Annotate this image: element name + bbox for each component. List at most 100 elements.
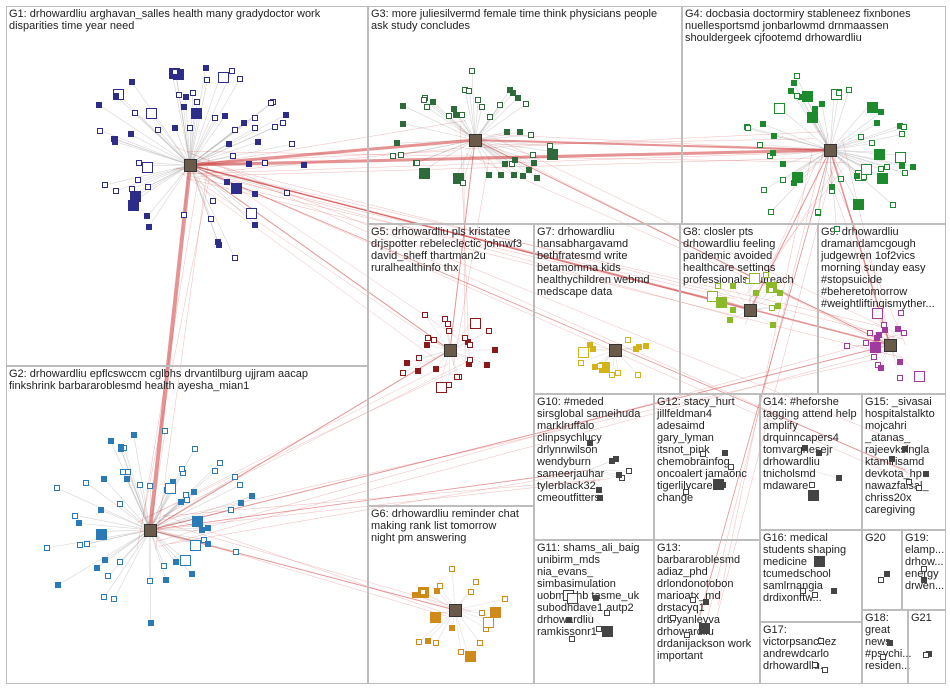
network-node <box>211 114 218 121</box>
network-node <box>592 594 599 601</box>
edge <box>589 469 630 472</box>
edge <box>147 164 191 187</box>
network-node <box>180 104 187 111</box>
network-node <box>127 131 134 138</box>
network-node <box>626 468 633 475</box>
network-node <box>886 639 893 646</box>
network-node <box>800 588 807 594</box>
network-node <box>437 583 444 590</box>
network-node <box>775 302 781 309</box>
network-node <box>857 134 864 141</box>
edge <box>589 469 600 491</box>
network-node <box>643 343 649 350</box>
edge <box>749 149 831 311</box>
network-node <box>516 129 523 135</box>
network-node <box>567 593 579 605</box>
group-G21: G21 <box>908 610 946 684</box>
edge <box>474 134 531 141</box>
edge <box>171 70 191 166</box>
edge <box>829 92 839 151</box>
network-node <box>475 97 481 104</box>
edge <box>104 478 151 531</box>
edge <box>189 115 226 166</box>
edge <box>464 89 476 141</box>
edge <box>149 468 182 531</box>
network-node <box>921 566 928 573</box>
network-node <box>467 589 474 596</box>
network-node <box>776 289 783 296</box>
hub-node <box>184 159 197 172</box>
network-node <box>279 120 286 127</box>
group-G7-label: G7: drhowardliu hansabhargavamd bethfrat… <box>537 226 650 298</box>
network-node <box>237 75 244 82</box>
edge <box>189 164 235 258</box>
network-node <box>700 451 706 458</box>
network-node <box>530 152 537 159</box>
network-node <box>204 76 211 83</box>
network-node <box>501 596 508 602</box>
group-G9-label: G9: drhowardliu dramandamcgough judgewre… <box>821 226 935 310</box>
network-node <box>433 640 440 647</box>
network-node <box>128 78 135 85</box>
network-node <box>142 162 154 174</box>
network-node <box>881 322 888 329</box>
network-node <box>105 573 112 580</box>
network-node <box>249 493 256 499</box>
edge <box>115 91 191 166</box>
network-node <box>690 596 697 603</box>
edge <box>403 105 476 141</box>
network-node <box>547 142 553 149</box>
network-node <box>487 114 494 121</box>
group-G11: G11: shams_ali_baig unibirm_mds nia_evan… <box>534 540 654 684</box>
network-node <box>413 159 420 166</box>
edge <box>464 131 821 149</box>
edge <box>198 157 813 177</box>
network-node <box>464 651 476 663</box>
network-node <box>762 271 769 278</box>
group-G6: G6: drhowardliu reminder chat making ran… <box>368 506 534 684</box>
group-G1-label: G1: drhowardliu arghavan_salles health m… <box>9 8 321 32</box>
group-G10-label: G10: #meded sirsglobal sameihuda marklru… <box>537 396 641 504</box>
network-node <box>472 579 479 586</box>
network-node <box>920 577 927 583</box>
edge <box>403 349 451 373</box>
edge <box>423 99 476 141</box>
network-node <box>812 661 819 668</box>
edge <box>699 452 726 471</box>
network-node <box>458 112 465 119</box>
network-node <box>237 482 244 489</box>
group-G20-label: G20 <box>865 532 886 544</box>
network-node <box>172 68 179 75</box>
edge <box>147 164 191 217</box>
network-node <box>252 221 259 228</box>
network-node <box>469 67 476 74</box>
edge <box>685 469 701 493</box>
network-node <box>625 337 632 344</box>
network-node <box>794 93 801 100</box>
edge <box>904 469 927 475</box>
edge <box>115 95 191 166</box>
network-node <box>866 101 878 113</box>
network-node <box>433 587 440 594</box>
network-node <box>82 479 89 486</box>
network-node <box>191 488 198 495</box>
edge <box>149 529 456 611</box>
network-node <box>748 273 760 285</box>
edge <box>179 171 437 360</box>
network-node <box>901 330 908 337</box>
edge <box>402 123 476 141</box>
edge <box>763 123 831 151</box>
network-node <box>466 87 473 94</box>
network-node <box>808 482 815 489</box>
network-node <box>879 653 886 660</box>
network-node <box>95 528 107 540</box>
network-node <box>510 171 517 178</box>
network-node <box>713 479 725 491</box>
group-G15-label: G15: _sivasai hospitalstalkto mojcahri _… <box>865 396 935 516</box>
edge <box>189 126 275 166</box>
network-node <box>288 141 295 148</box>
hub-node <box>744 304 757 317</box>
network-node <box>238 500 245 507</box>
edge <box>809 469 839 479</box>
network-node <box>807 490 819 502</box>
